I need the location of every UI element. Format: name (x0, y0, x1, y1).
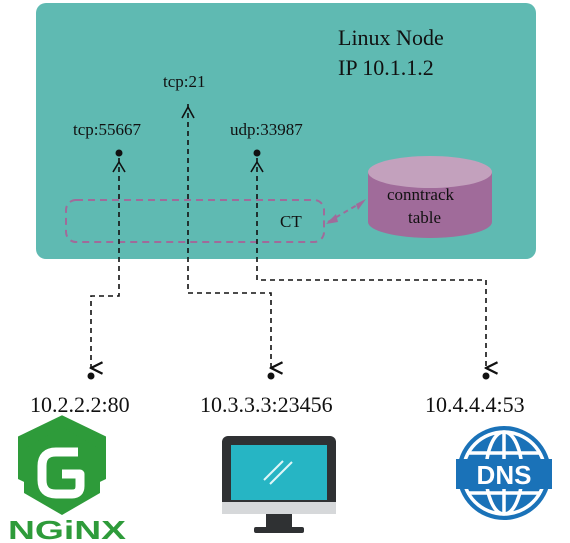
ct-box (65, 199, 325, 243)
arrowhead-up-tcp-21 (181, 105, 195, 119)
conntrack-label-line1: conntrack (387, 185, 455, 204)
endpoint-dot-dns (482, 372, 490, 380)
dest-addr-nginx: 10.2.2.2:80 (30, 392, 130, 417)
node-title: Linux Node (338, 25, 444, 50)
ct-label: CT (280, 212, 302, 231)
ct-conntrack-arrowhead-right (356, 199, 366, 210)
nginx-wordmark: NGiNX (8, 515, 127, 543)
nginx-logo-icon: NGiNX (8, 415, 127, 543)
conntrack-label-line2: table (408, 208, 441, 227)
arrowhead-up-udp-33987 (250, 160, 264, 173)
port-label-tcp-21: tcp:21 (163, 72, 206, 91)
port-label-tcp-55667: tcp:55667 (73, 120, 141, 139)
port-label-udp-33987: udp:33987 (230, 120, 303, 139)
ct-conntrack-arrowhead-left (326, 214, 338, 224)
dest-addr-ftp: 10.3.3.3:23456 (200, 392, 333, 417)
dns-globe-icon: DNS (456, 426, 552, 520)
endpoint-dot-udp-33987 (253, 149, 261, 157)
dns-wordmark: DNS (477, 460, 532, 490)
arrowhead-up-tcp-55667 (112, 160, 126, 173)
node-ip: IP 10.1.1.2 (338, 55, 434, 80)
endpoint-dot-tcp-55667 (115, 149, 123, 157)
endpoint-dot-nginx (87, 372, 95, 380)
ct-conntrack-link (327, 200, 365, 223)
monitor-icon (222, 436, 336, 533)
endpoint-dot-ftp (267, 372, 275, 380)
connection-dns (256, 158, 486, 368)
connection-ftp (187, 104, 271, 368)
connection-nginx (91, 158, 120, 368)
database-cylinder-icon (368, 156, 492, 238)
dest-addr-dns: 10.4.4.4:53 (425, 392, 525, 417)
